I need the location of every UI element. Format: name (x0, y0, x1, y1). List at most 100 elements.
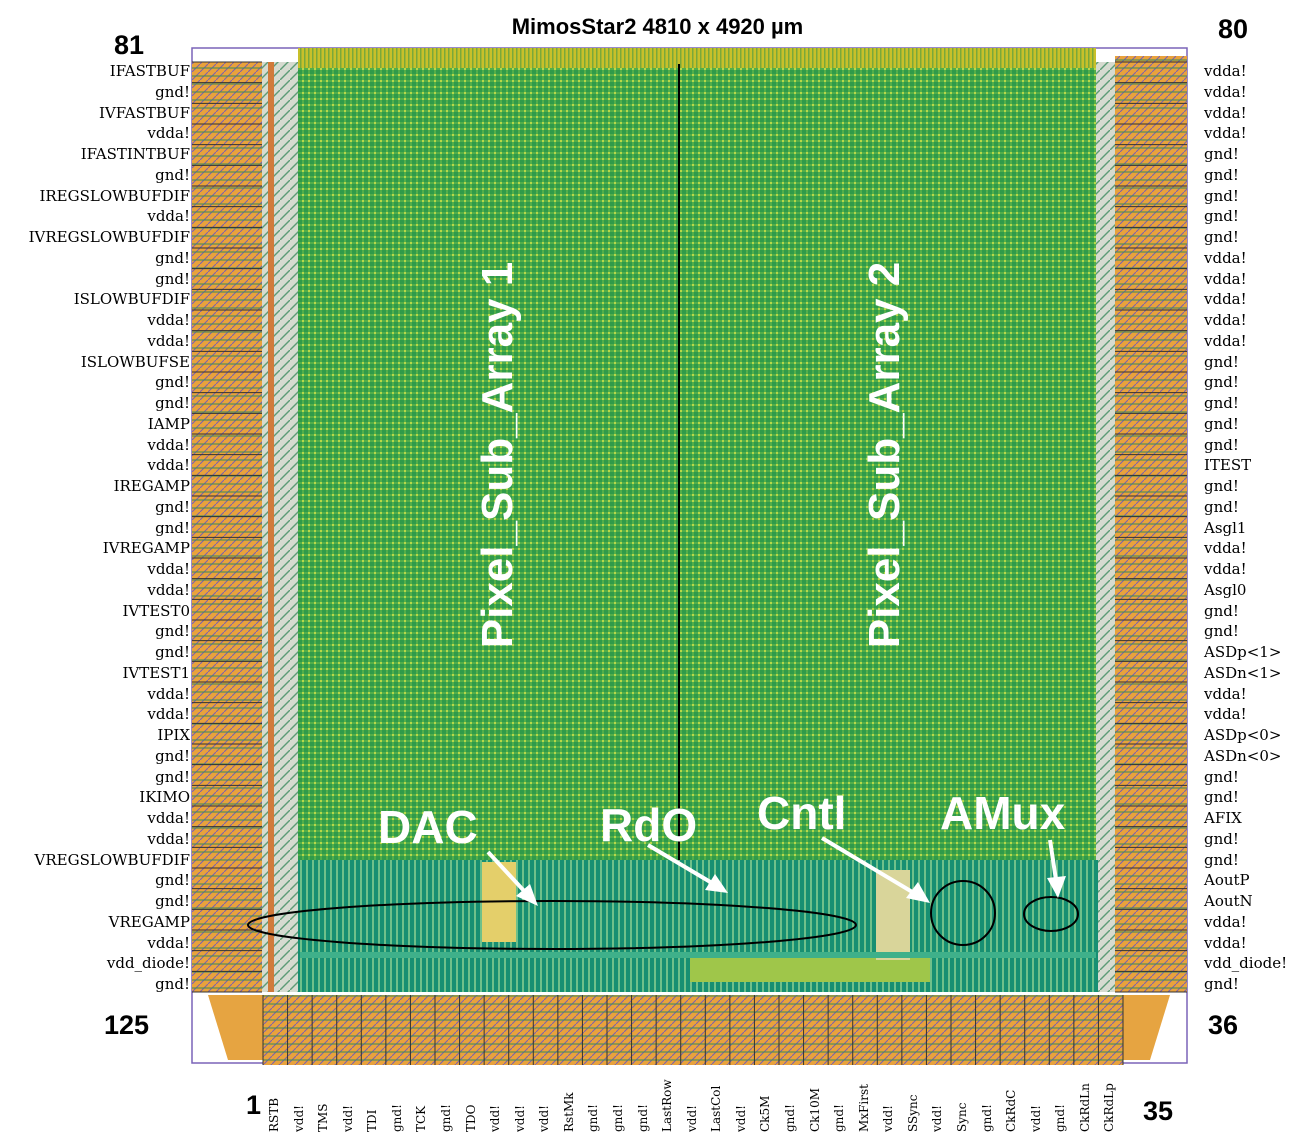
corner-pin-number-top-right: 80 (1218, 14, 1249, 44)
left-pin-label: vdda! (147, 684, 190, 703)
amux-label: AMux (940, 787, 1066, 839)
left-pin-label: ISLOWBUFDIF (73, 290, 190, 309)
right-pin-separators (1115, 61, 1187, 993)
bottom-last-pin-number: 35 (1143, 1096, 1174, 1126)
left-pin-label: vdda! (147, 207, 190, 226)
bottom-pin-text: CkRdLn (1077, 1083, 1092, 1132)
top-decoder-bar (298, 48, 1096, 68)
bottom-pin-label: CkRdC (1002, 1068, 1022, 1132)
left-pin-label: IREGSLOWBUFDIF (39, 186, 190, 205)
bottom-pin-label: gnd! (1051, 1068, 1071, 1132)
right-pin-label: gnd! (1204, 477, 1239, 495)
left-pin-label: gnd! (155, 165, 190, 184)
left-pin-label: vdda! (147, 435, 190, 454)
bottom-pin-text: gnd! (1053, 1104, 1068, 1132)
right-pin-label: vdda! (1204, 705, 1247, 724)
bottom-pin-text: vdd! (881, 1105, 896, 1132)
corner-pin-number-top-left: 81 (114, 30, 145, 60)
bottom-pin-label: MxFirst (855, 1068, 875, 1132)
left-pin-label: IFASTBUF (109, 62, 190, 80)
dac-label: DAC (378, 801, 478, 853)
bottom-pin-label: gnd! (437, 1068, 457, 1132)
bottom-pin-text: gnd! (783, 1104, 797, 1132)
bottom-pin-label: gnd! (634, 1068, 654, 1132)
right-pin-label: gnd! (1204, 414, 1239, 433)
bottom-pin-label: TDI (363, 1068, 383, 1132)
right-pin-label: vdda! (1204, 269, 1247, 288)
left-pin-label: ISLOWBUFSE (80, 352, 190, 371)
left-pin-label: IPIX (157, 726, 190, 744)
rdo-arrow (646, 843, 728, 893)
right-pin-label: vdd_diode! (1204, 954, 1288, 973)
periphery-block (298, 860, 1098, 992)
bottom-pin-text: CkRdLp (1102, 1083, 1117, 1132)
bottom-pin-text: vdd! (488, 1105, 503, 1132)
right-pin-label: vdda! (1204, 62, 1247, 80)
left-pin-label: IVTEST0 (122, 601, 190, 620)
right-pin-label: gnd! (1204, 145, 1239, 163)
left-pin-label: vdda! (147, 829, 190, 848)
rdo-label: RdO (600, 799, 698, 851)
left-pad-column (192, 62, 298, 992)
cntl-label: Cntl (757, 787, 847, 839)
bottom-pin-text: TMS (316, 1103, 331, 1132)
bottom-pin-label: RstMk (560, 1068, 580, 1132)
left-pin-label: gnd! (155, 518, 190, 537)
left-pin-label: gnd! (155, 871, 190, 890)
right-pin-label: gnd! (1204, 186, 1239, 205)
bottom-pin-text: gnd! (979, 1104, 994, 1132)
bottom-pin-text: Sync (955, 1102, 969, 1132)
right-pin-label: vdda! (1204, 290, 1247, 309)
right-pin-label: vdda! (1204, 560, 1247, 578)
bottom-pin-text: gnd! (635, 1104, 650, 1132)
bottom-pin-text: SSync (905, 1094, 920, 1132)
bottom-pin-text: TCK (414, 1105, 429, 1132)
right-pin-label: Asgl0 (1204, 580, 1247, 599)
left-pin-label: IREGAMP (113, 477, 190, 495)
bottom-pin-text: vdd! (733, 1105, 748, 1132)
bottom-pin-label: vdd! (535, 1068, 555, 1132)
right-pad-column (1090, 56, 1187, 992)
bottom-pin-text: Ck10M (807, 1087, 822, 1132)
right-pin-label: ASDn<1> (1204, 663, 1282, 682)
left-pin-label: VREGSLOWBUFDIF (34, 850, 190, 869)
amux-ellipse (1023, 896, 1079, 932)
bottom-pin-label: LastRow (658, 1068, 678, 1132)
right-pin-label: vdda! (1204, 684, 1247, 703)
right-pin-label: vdda! (1204, 539, 1247, 558)
dac-arrow (486, 850, 538, 906)
left-pin-label: vdda! (147, 456, 190, 475)
bottom-pin-text: gnd! (389, 1104, 404, 1132)
right-pin-label: Asgl1 (1204, 518, 1247, 537)
right-pin-label: gnd! (1204, 497, 1239, 516)
amux-arrow (1047, 839, 1066, 898)
left-pin-label: gnd! (155, 82, 190, 101)
right-pin-label: gnd! (1204, 435, 1239, 454)
left-pin-label: gnd! (155, 892, 190, 910)
bottom-pin-label: vdd! (511, 1068, 531, 1132)
bottom-pin-text: gnd! (611, 1104, 625, 1132)
bottom-pin-label: vdd! (683, 1068, 703, 1132)
left-pin-label: gnd! (155, 497, 190, 516)
left-pin-label: IAMP (147, 414, 190, 433)
left-pin-label: gnd! (155, 269, 190, 288)
bottom-pin-text: vdd! (1028, 1105, 1043, 1132)
left-pin-label: gnd! (155, 975, 190, 993)
left-pin-label: IVREGSLOWBUFDIF (28, 228, 190, 246)
bottom-pin-label: gnd! (584, 1068, 604, 1132)
bottom-pin-text: LastCol (709, 1085, 724, 1132)
bottom-pin-label: gnd! (388, 1068, 408, 1132)
bottom-pin-label: Ck5M (756, 1068, 776, 1132)
bottom-pin-text: LastRow (660, 1079, 675, 1132)
bottom-pin-label: vdd! (732, 1068, 752, 1132)
cntl-arrow (820, 836, 930, 903)
bottom-pin-label: vdd! (928, 1068, 948, 1132)
right-pin-label: gnd! (1204, 975, 1239, 993)
right-pin-label: vdda! (1204, 912, 1247, 931)
right-pin-label: gnd! (1204, 207, 1239, 226)
bottom-pin-label: Ck10M (806, 1068, 826, 1132)
bottom-first-pin-number: 1 (246, 1090, 262, 1120)
left-pin-label: vdda! (147, 560, 190, 578)
corner-pin-number-bottom-right: 36 (1208, 1010, 1239, 1040)
